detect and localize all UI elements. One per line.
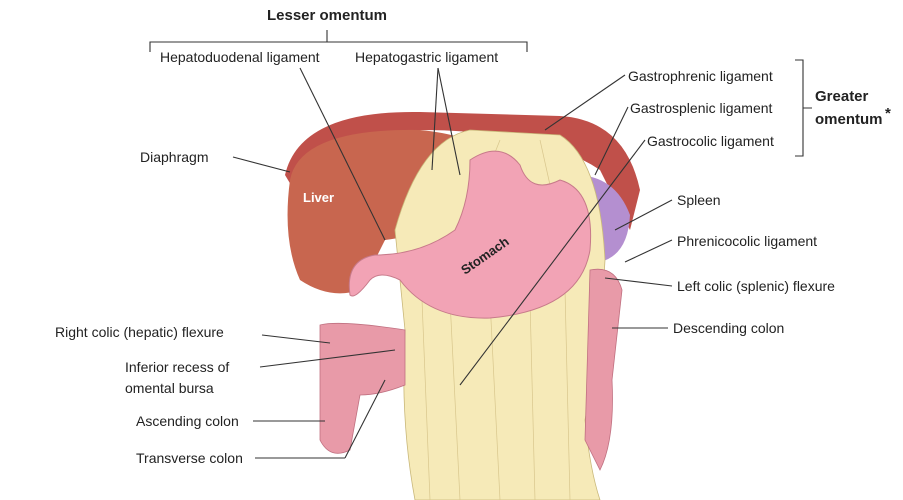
diaphragm-label: Diaphragm	[140, 149, 208, 165]
right-colic-flexure-label: Right colic (hepatic) flexure	[55, 324, 224, 340]
stomach	[348, 150, 592, 319]
illustration	[285, 111, 640, 500]
left-colic-flexure-label: Left colic (splenic) flexure	[677, 278, 835, 294]
descending-colon-label: Descending colon	[673, 320, 784, 336]
greater-omentum-bracket	[795, 59, 812, 157]
gastrosplenic-label: Gastrosplenic ligament	[630, 100, 773, 116]
gastrophrenic-label: Gastrophrenic ligament	[628, 68, 773, 84]
transverse-colon-label: Transverse colon	[136, 450, 243, 466]
greater-omentum-title-2: omentum	[815, 111, 883, 128]
lesser-omentum-bracket	[149, 41, 528, 52]
right-colon	[319, 322, 406, 454]
hepatoduodenal-label: Hepatoduodenal ligament	[160, 49, 320, 65]
inferior-recess-label-1: Inferior recess of	[125, 359, 229, 375]
liver-label: Liver	[303, 190, 334, 205]
inferior-recess-label-2: omental bursa	[125, 380, 214, 396]
gastrocolic-label: Gastrocolic ligament	[647, 133, 774, 149]
lesser-omentum-title: Lesser omentum	[267, 7, 387, 24]
greater-omentum-title-1: Greater	[815, 88, 869, 105]
ascending-colon-label: Ascending colon	[136, 413, 239, 429]
left-colon	[584, 268, 623, 471]
spleen-label: Spleen	[677, 192, 721, 208]
hepatogastric-label: Hepatogastric ligament	[355, 49, 498, 65]
phrenicocolic-label: Phrenicocolic ligament	[677, 233, 817, 249]
asterisk: *	[885, 105, 891, 122]
leader-lines	[149, 30, 812, 459]
